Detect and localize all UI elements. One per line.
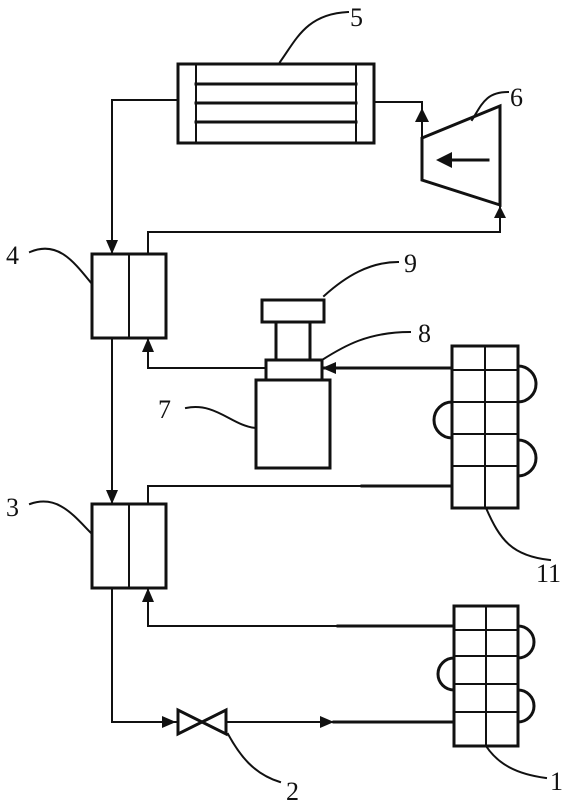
- expansion-valve-2: [176, 707, 228, 737]
- flow-arrow: [320, 716, 334, 728]
- label-5: 5: [350, 3, 363, 32]
- evaporator-11: [432, 344, 538, 510]
- component-8: [264, 358, 324, 382]
- condenser-5: [176, 62, 376, 145]
- flow-arrow: [494, 206, 506, 218]
- flow-arrow: [415, 108, 429, 122]
- leader-lines: [28, 10, 552, 784]
- label-2: 2: [286, 777, 299, 806]
- flow-arrow: [162, 716, 176, 728]
- label-4: 4: [6, 241, 19, 270]
- flow-arrow: [106, 240, 118, 254]
- heat-exchanger-4: [90, 252, 168, 340]
- heat-exchanger-3: [90, 502, 168, 590]
- label-7: 7: [158, 395, 171, 424]
- component-9: [260, 298, 326, 362]
- flow-arrow: [142, 338, 154, 352]
- flow-arrow: [322, 362, 336, 374]
- label-1: 1: [550, 767, 563, 796]
- label-6: 6: [510, 83, 523, 112]
- flow-arrow: [142, 588, 154, 602]
- compressor-6: [420, 103, 502, 208]
- label-11: 11: [536, 559, 561, 588]
- evaporator-1: [436, 604, 536, 748]
- label-8: 8: [418, 319, 431, 348]
- tank-7: [254, 378, 332, 470]
- label-3: 3: [6, 493, 19, 522]
- flow-arrow: [106, 490, 118, 504]
- label-9: 9: [404, 249, 417, 278]
